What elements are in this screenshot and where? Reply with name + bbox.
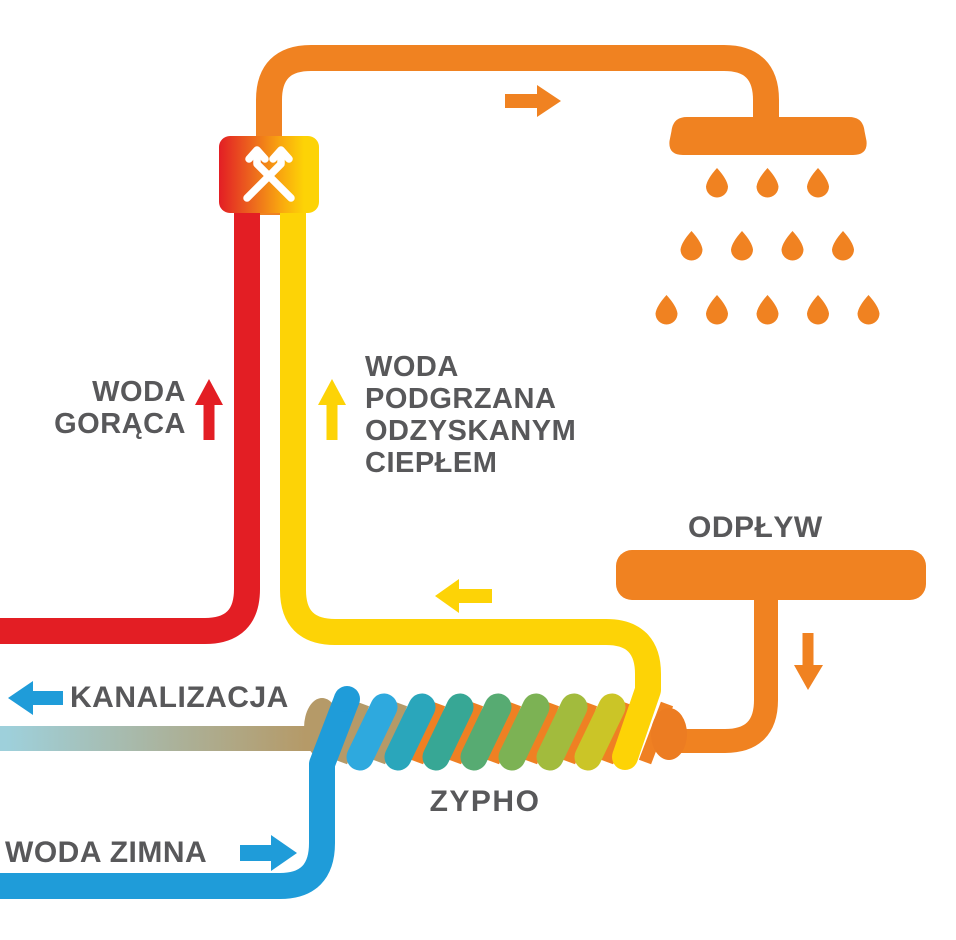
water-drop-icon	[706, 295, 728, 325]
drain-pipe	[672, 598, 778, 753]
flow-arrow-right-icon	[505, 85, 561, 117]
cold-water-label: WODA ZIMNA	[5, 836, 208, 869]
water-drop-icon	[807, 168, 829, 198]
water-drop-icon	[807, 295, 829, 325]
sewage-pipe	[0, 726, 322, 751]
shower-head-icon	[669, 117, 867, 155]
water-drop-icon	[781, 231, 804, 261]
hot-flow-arrow-up-icon	[195, 379, 223, 440]
recovered-heat-pipe-end	[612, 744, 638, 770]
device-label: ZYPHO	[429, 785, 541, 818]
water-drop-icon	[731, 231, 753, 261]
drain-bar	[616, 550, 926, 600]
hot-water-label: WODA GORĄCA	[54, 376, 186, 440]
hot-water-pipe	[0, 212, 260, 644]
drain-label: ODPŁYW	[688, 511, 823, 544]
crossed-arrows-icon	[243, 146, 295, 202]
shower-drops	[655, 168, 880, 325]
water-drop-icon	[655, 295, 678, 325]
heated-water-label: WODA PODGRZANA ODZYSKANYM CIEPŁEM	[365, 351, 577, 479]
water-drop-icon	[857, 295, 880, 325]
water-drop-icon	[756, 295, 779, 325]
recovered-flow-arrow-left-icon	[435, 579, 492, 613]
cold-water-pipe-end	[334, 686, 360, 712]
exchanger-right-cap	[651, 708, 687, 760]
exchanger-inner-tube-stripes	[334, 701, 674, 765]
recovered-flow-arrow-up-icon	[318, 379, 346, 440]
water-drop-icon	[756, 168, 779, 198]
sewage-label: KANALIZACJA	[70, 681, 289, 714]
water-drop-icon	[832, 231, 854, 261]
cold-flow-arrow-right-icon	[240, 835, 297, 871]
recovered-heat-pipe	[280, 212, 661, 762]
mixer-valve	[219, 136, 319, 213]
cold-water-pipe	[0, 694, 360, 899]
flow-arrow-down-icon	[794, 633, 823, 690]
shower-supply-pipe	[256, 45, 779, 215]
sewage-flow-arrow-left-icon	[8, 681, 63, 715]
water-drop-icon	[680, 231, 703, 261]
water-drop-icon	[706, 168, 728, 198]
exchanger-coil-stripes	[346, 693, 626, 771]
